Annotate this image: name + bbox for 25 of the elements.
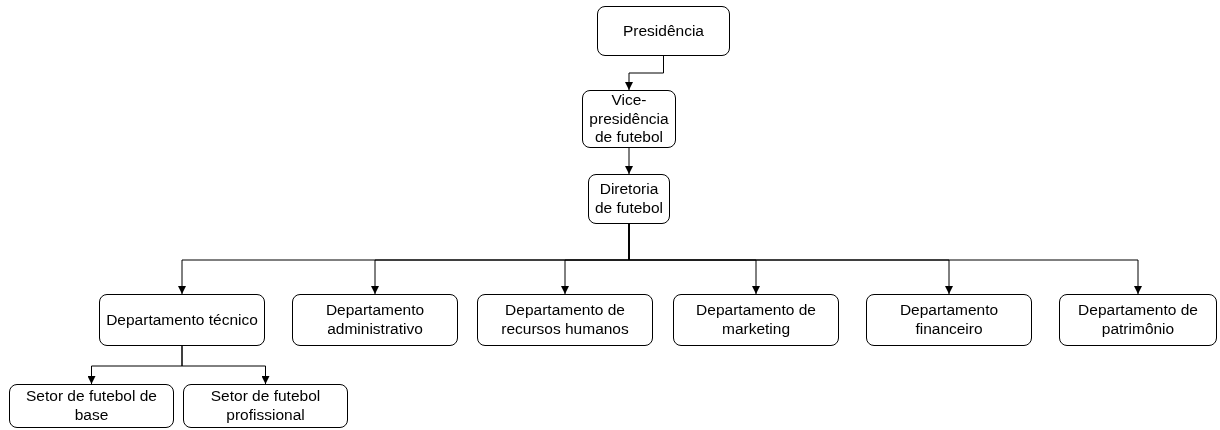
box-label: Departamento de patrimônio [1077,301,1199,339]
org-box [292,294,458,346]
org-box [673,294,839,346]
org-box [582,90,676,148]
box-label: Vice-presidência de futebol [588,91,670,147]
org-box [9,384,174,428]
box-label: Diretoria de futebol [593,180,665,218]
arrow [181,345,270,385]
box-label: Setor de futebol de base [25,387,158,425]
arrow [625,55,664,91]
org-box [597,6,730,56]
org-box [99,294,265,346]
org-box [183,384,348,428]
box-label: Setor de futebol profissional [209,387,322,425]
org-box [477,294,653,346]
box-label: Presidência [623,21,704,41]
org-box [1059,294,1217,346]
box-label: Departamento de recursos humanos [500,301,630,339]
box-label: Departamento financeiro [898,301,1000,339]
org-box [866,294,1032,346]
box-label: Departamento administrativo [324,301,426,339]
box-label: Departamento de marketing [695,301,817,339]
box-label: Departamento técnico [106,310,258,330]
org-box [588,174,670,224]
arrow [625,147,633,175]
